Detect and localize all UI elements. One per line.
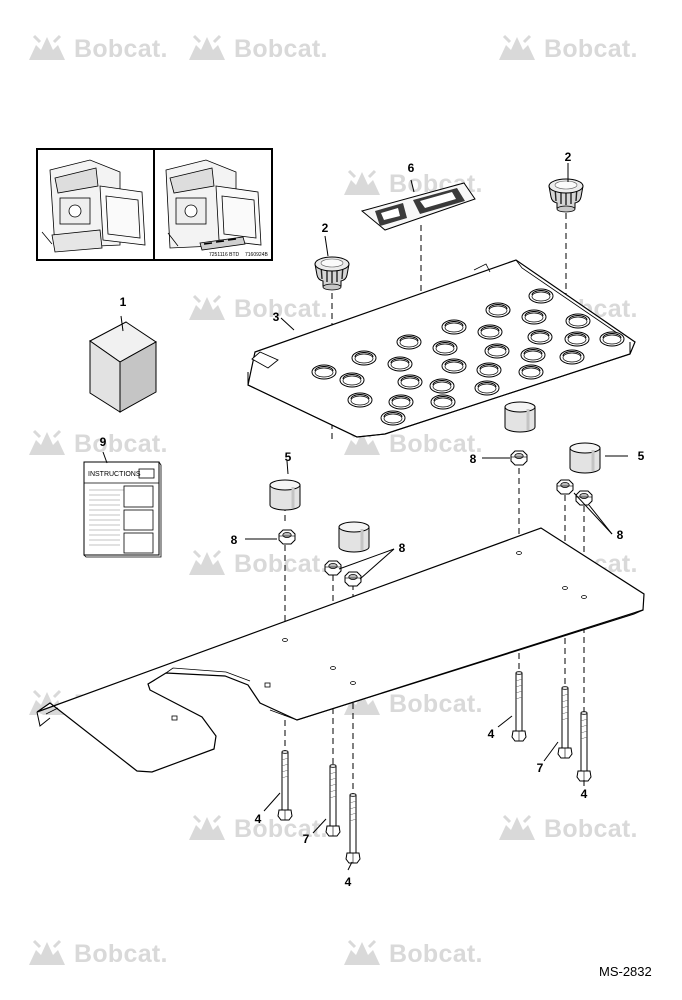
callout-2: 2 bbox=[565, 150, 572, 164]
bobcat-logo-icon bbox=[495, 30, 539, 69]
bobcat-logo-icon bbox=[495, 810, 539, 849]
bobcat-watermark: Bobcat. bbox=[495, 30, 638, 69]
callout-6: 6 bbox=[408, 161, 415, 175]
bobcat-logo-icon bbox=[25, 30, 69, 69]
callout-8: 8 bbox=[617, 528, 624, 542]
part-7-bolt bbox=[325, 764, 341, 837]
part-6-decal bbox=[360, 179, 476, 231]
bobcat-watermark: Bobcat. bbox=[185, 810, 328, 849]
part-5-bumper bbox=[337, 520, 371, 554]
callout-4: 4 bbox=[581, 787, 588, 801]
part-7-bolt bbox=[557, 686, 573, 759]
bobcat-watermark: Bobcat. bbox=[340, 935, 483, 974]
part-3-step-plate bbox=[247, 259, 636, 438]
bobcat-logo-icon bbox=[185, 545, 229, 584]
callout-2: 2 bbox=[322, 221, 329, 235]
bobcat-watermark-text: Bobcat. bbox=[544, 35, 638, 63]
bobcat-watermark-text: Bobcat. bbox=[234, 550, 328, 578]
callout-1: 1 bbox=[120, 295, 127, 309]
callout-9: 9 bbox=[100, 435, 107, 449]
lower-bracket bbox=[36, 527, 645, 773]
part-5-bumper bbox=[503, 400, 537, 434]
callout-5: 5 bbox=[638, 449, 645, 463]
part-2-knob-right bbox=[548, 178, 584, 213]
callout-7: 7 bbox=[303, 832, 310, 846]
callout-3: 3 bbox=[273, 310, 280, 324]
bobcat-watermark-text: Bobcat. bbox=[389, 690, 483, 718]
decal-code-b: 7160924B bbox=[245, 252, 268, 258]
callout-4: 4 bbox=[488, 727, 495, 741]
bobcat-logo-icon bbox=[340, 165, 384, 204]
bobcat-watermark-text: Bobcat. bbox=[544, 815, 638, 843]
part-4-bolt bbox=[277, 750, 293, 821]
bobcat-watermark-text: Bobcat. bbox=[234, 35, 328, 63]
bobcat-logo-icon bbox=[340, 935, 384, 974]
part-2-knob-left bbox=[314, 256, 350, 291]
part-8-nut bbox=[556, 479, 574, 495]
bobcat-logo-icon bbox=[25, 425, 69, 464]
callout-8: 8 bbox=[399, 541, 406, 555]
part-1-box bbox=[89, 315, 157, 413]
inset-right-view bbox=[165, 159, 262, 251]
part-5-bumper bbox=[568, 441, 602, 475]
callout-5: 5 bbox=[285, 450, 292, 464]
decal-code-a: 7251116 BTD bbox=[209, 252, 240, 258]
bobcat-watermark-text: Bobcat. bbox=[389, 430, 483, 458]
bobcat-watermark: Bobcat. bbox=[185, 30, 328, 69]
part-8-nut bbox=[510, 450, 528, 466]
bobcat-logo-icon bbox=[185, 810, 229, 849]
part-8-nut bbox=[278, 529, 296, 545]
part-4-bolt bbox=[511, 671, 527, 742]
bobcat-watermark: Bobcat. bbox=[185, 545, 328, 584]
part-4-bolt bbox=[345, 793, 361, 864]
callout-8: 8 bbox=[231, 533, 238, 547]
bobcat-watermark: Bobcat. bbox=[25, 425, 168, 464]
bobcat-watermark: Bobcat. bbox=[340, 685, 483, 724]
bobcat-watermark-text: Bobcat. bbox=[74, 940, 168, 968]
bobcat-watermark: Bobcat. bbox=[25, 30, 168, 69]
part-5-bumper bbox=[268, 478, 302, 512]
part-4-bolt bbox=[576, 711, 592, 782]
part-9-instructions-manual bbox=[83, 451, 162, 558]
callout-leaders bbox=[245, 163, 628, 871]
bobcat-watermark: Bobcat. bbox=[25, 935, 168, 974]
callout-8: 8 bbox=[470, 452, 477, 466]
inset-detail-panel: 7251116 BTD 7160924B bbox=[36, 148, 273, 261]
figure-code: MS-2832 bbox=[599, 964, 652, 979]
callout-7: 7 bbox=[537, 761, 544, 775]
part-8-nut bbox=[344, 571, 362, 587]
bobcat-watermark: Bobcat. bbox=[495, 810, 638, 849]
bobcat-watermark-text: Bobcat. bbox=[74, 35, 168, 63]
bobcat-watermark-text: Bobcat. bbox=[74, 430, 168, 458]
bobcat-logo-icon bbox=[25, 935, 69, 974]
bobcat-logo-icon bbox=[185, 290, 229, 329]
inset-left-view bbox=[41, 159, 146, 253]
callout-4: 4 bbox=[345, 875, 352, 889]
bobcat-watermark-text: Bobcat. bbox=[389, 940, 483, 968]
bobcat-logo-icon bbox=[185, 30, 229, 69]
callout-labels: 1 2 2 3 4 4 4 4 5 5 6 7 7 8 8 8 8 9 bbox=[100, 150, 645, 889]
instructions-title: INSTRUCTIONS bbox=[88, 471, 141, 478]
part-8-nut bbox=[324, 560, 342, 576]
callout-4: 4 bbox=[255, 812, 262, 826]
